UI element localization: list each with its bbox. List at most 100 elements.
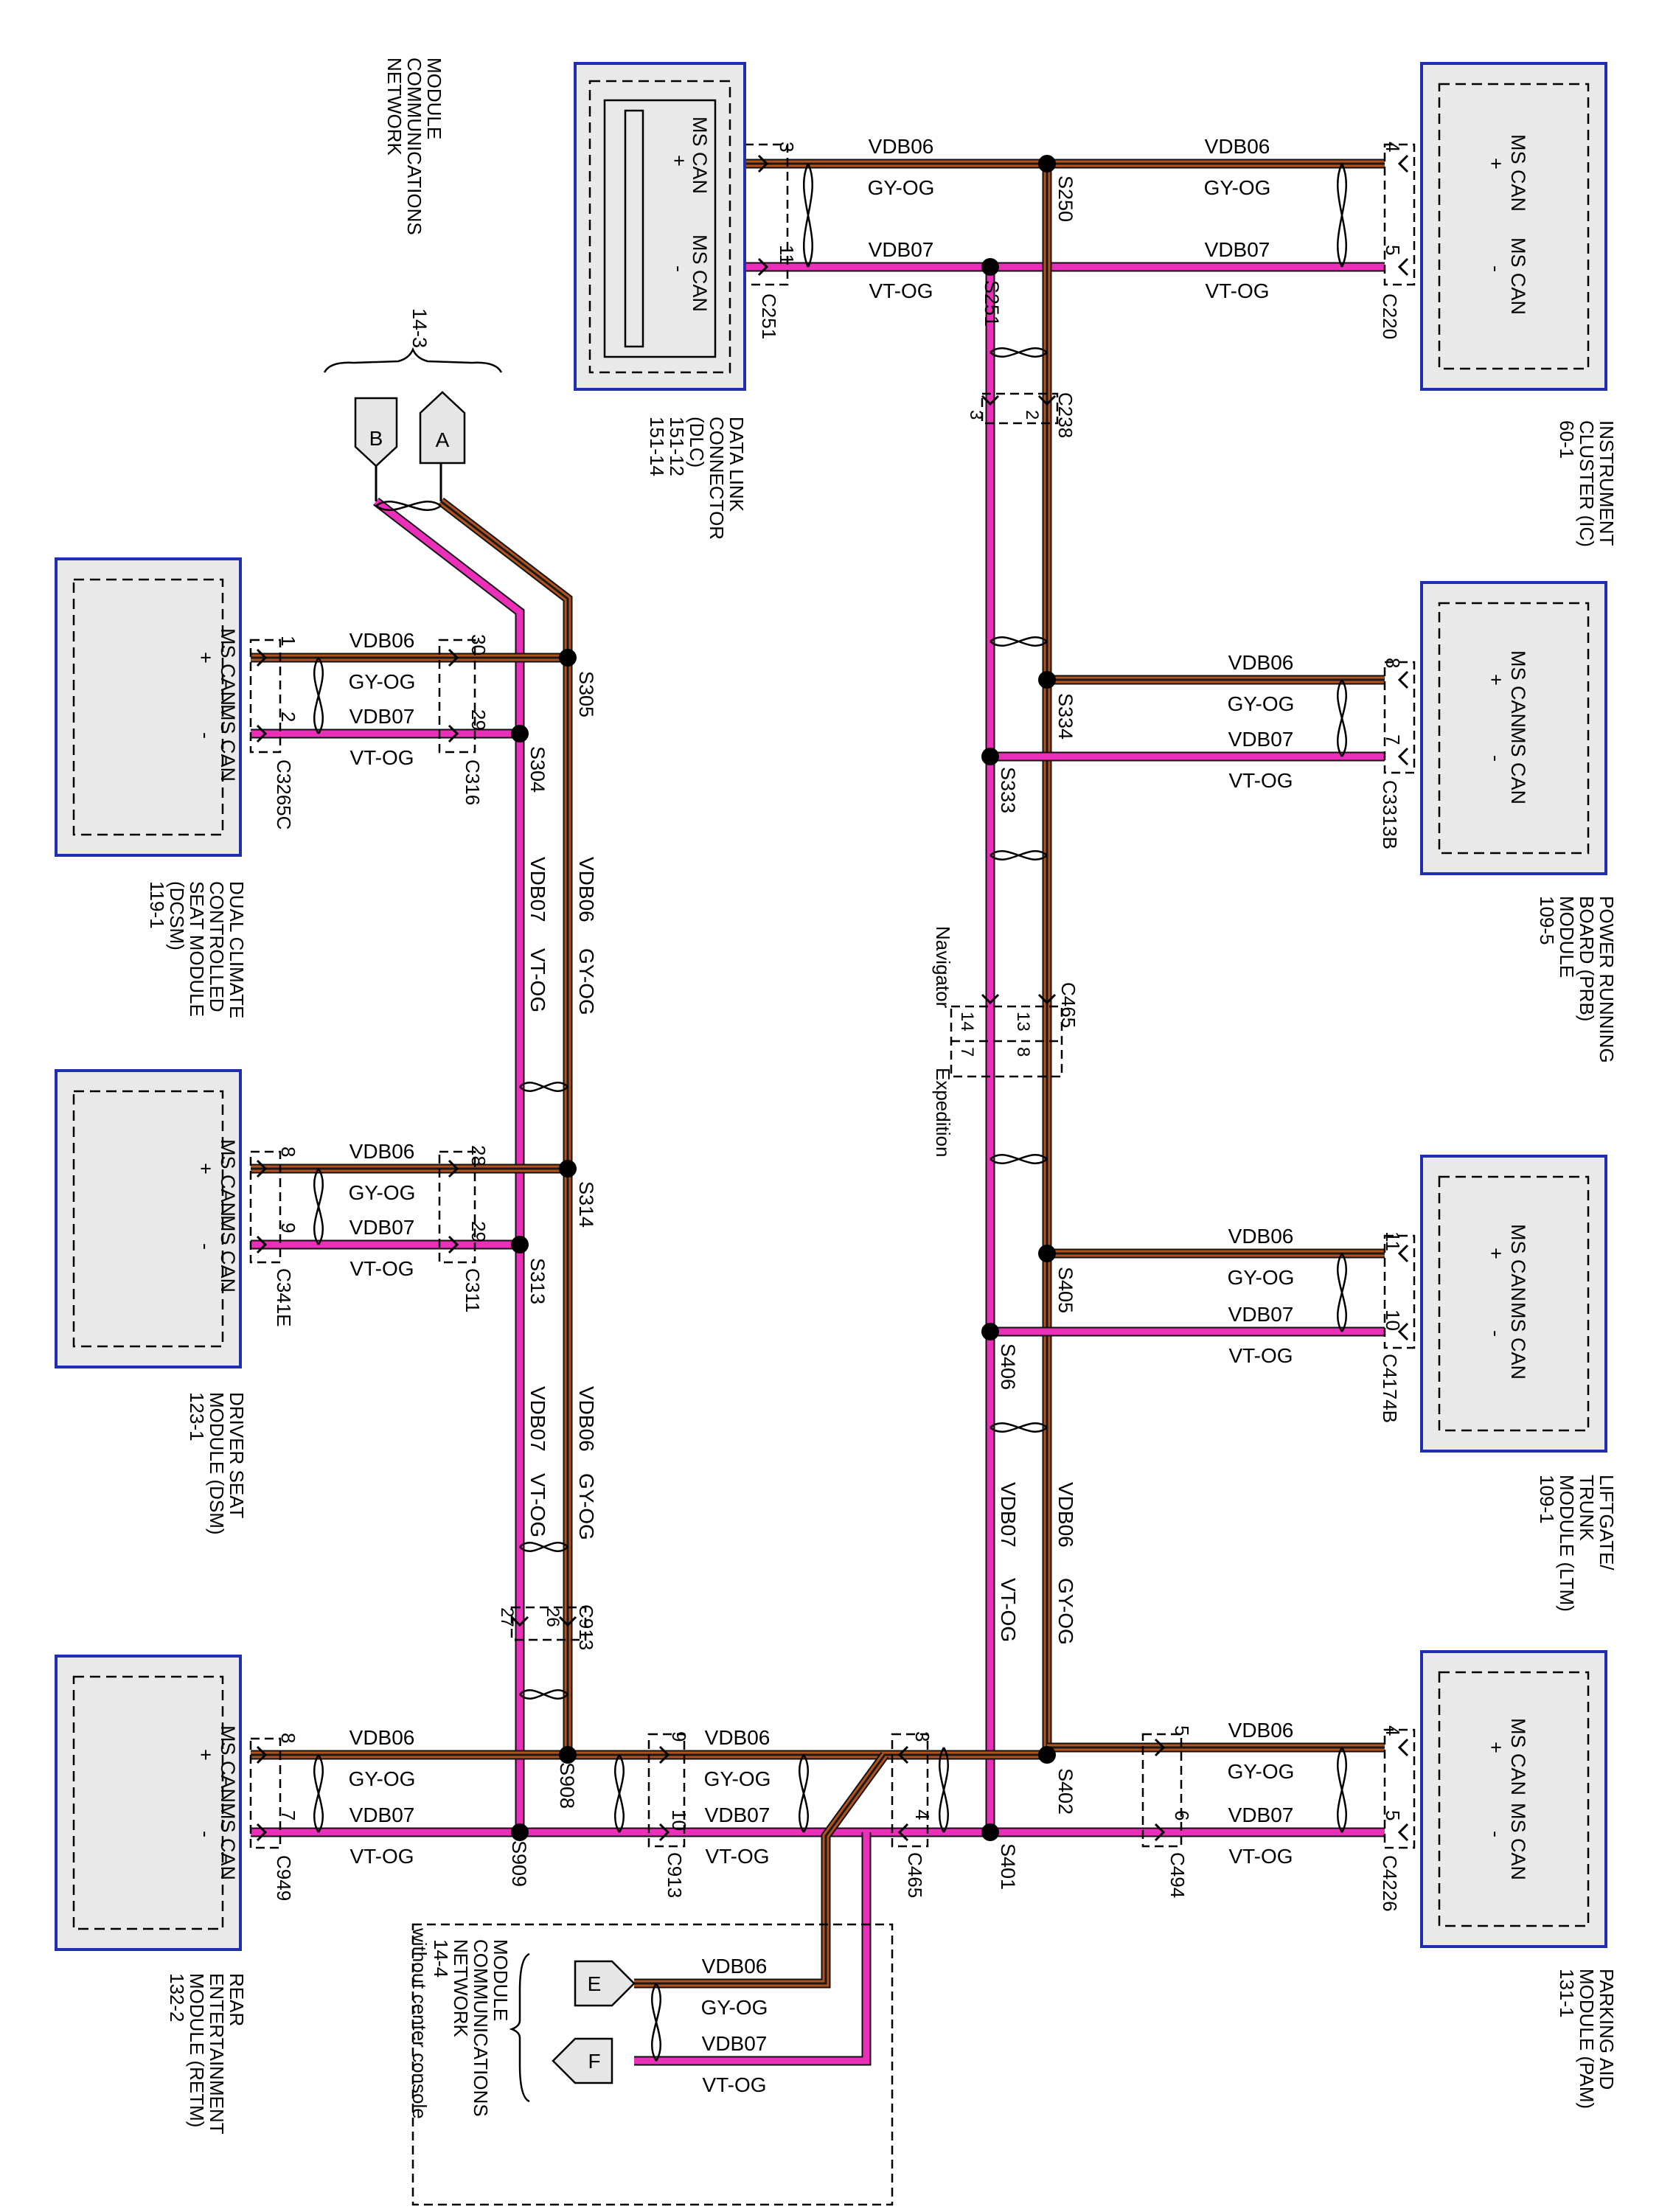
- connector-label: C4174B: [1379, 1354, 1401, 1423]
- pin-arrow-icon: [448, 1159, 459, 1178]
- splice-dot-icon: [559, 1746, 577, 1764]
- connector-label: C494: [1166, 1852, 1189, 1898]
- pin-arrow-icon: [897, 1745, 909, 1764]
- wire-circuit-label: VDB07: [1205, 238, 1270, 261]
- pin-label-can-high: MS CAN: [217, 1725, 239, 1803]
- pin-number: 8: [277, 1733, 299, 1743]
- module-dlc-name-line: 151-12: [666, 417, 688, 476]
- twisted-pair-icon: [651, 1983, 661, 2062]
- off-page-lead: [375, 463, 442, 501]
- connector-label: C465: [1057, 982, 1079, 1028]
- wire-color-label: GY-OG: [704, 1767, 771, 1790]
- module-ltm: [1420, 1155, 1607, 1453]
- splice-label: S908: [556, 1762, 578, 1809]
- pin-arrow-icon: [658, 1823, 670, 1842]
- splice-label: S305: [575, 671, 597, 717]
- module-ltm-name-line: MODULE (LTM): [1556, 1475, 1578, 1612]
- wire-color-label: GY-OG: [349, 1181, 416, 1204]
- splice-dot-icon: [981, 258, 999, 276]
- pin-number: 10: [1382, 1310, 1404, 1331]
- wire-circuit-label: VDB07: [1228, 1804, 1294, 1826]
- pin-sign-minus: -: [195, 1831, 217, 1837]
- wire-circuit-label: VDB06: [349, 1140, 415, 1163]
- splice-dot-icon: [559, 1160, 577, 1178]
- wire-circuit-label: VDB06: [1228, 1719, 1294, 1742]
- module-dsm: [55, 1069, 242, 1368]
- pin-arrow-icon: [1037, 993, 1057, 1005]
- splice-label: S313: [526, 1258, 549, 1304]
- splice-label: S334: [1054, 693, 1077, 740]
- pin-sign-minus: -: [195, 732, 217, 739]
- wire-circuit-label: VDB07: [349, 1804, 415, 1826]
- wire-color-label: VT-OG: [1205, 279, 1269, 302]
- pin-number: 7: [277, 1810, 299, 1820]
- pin-number: 13: [1013, 1012, 1033, 1032]
- wire-circuit-label: VDB07: [526, 857, 549, 922]
- module-pam: [1420, 1650, 1607, 1948]
- wire-circuit-label: VDB07: [997, 1482, 1020, 1548]
- splice-label: S251: [981, 280, 1003, 327]
- off-page-connector-icon: [552, 2037, 613, 2084]
- module-ltm-name-line: TRUNK: [1576, 1475, 1598, 1541]
- pin-number: 3: [911, 1731, 933, 1742]
- module-prb-name-line: POWER RUNNING: [1596, 896, 1618, 1063]
- splice-dot-icon: [1038, 1245, 1056, 1262]
- pin-sign-plus: +: [668, 155, 690, 167]
- pin-arrow-icon: [1397, 670, 1409, 689]
- wire-color-label: VT-OG: [869, 279, 933, 302]
- pin-label-can-low: MS CAN: [1507, 1302, 1529, 1380]
- pin-number: 8: [277, 1147, 299, 1157]
- pin-label-can-low: MS CAN: [1507, 727, 1529, 804]
- splice-label: S333: [997, 767, 1019, 813]
- connector-label: C913: [575, 1604, 597, 1650]
- connector-C494: [1141, 1733, 1183, 1848]
- variant-label-navigator: Navigator: [932, 926, 954, 1009]
- twisted-pair-icon: [313, 657, 324, 734]
- twisted-pair-icon: [803, 163, 813, 268]
- module-dlc-name-line: 151-14: [646, 417, 668, 476]
- off-page-connector-icon: [354, 397, 398, 467]
- pin-number: 11: [776, 245, 798, 265]
- module-ic: [1420, 62, 1607, 391]
- wire-color-label: GY-OG: [868, 176, 935, 199]
- module-dcsm-name-line: DUAL CLIMATE: [226, 881, 248, 1018]
- trunk-high-left: [438, 497, 573, 1755]
- off-page-connector-icon: [419, 391, 466, 465]
- splice-dot-icon: [559, 649, 577, 667]
- wire-color-label: VT-OG: [997, 1578, 1020, 1642]
- connector-label: C238: [1054, 392, 1077, 438]
- twisted-pair-icon: [519, 1689, 568, 1700]
- wire-circuit-label: VDB07: [702, 2032, 768, 2055]
- pin-number: 3: [776, 142, 798, 152]
- wire-color-label: GY-OG: [1204, 176, 1271, 199]
- reference-network-line: NETWORK: [450, 1939, 472, 2038]
- module-retm-name-line: 132-2: [166, 1973, 188, 2023]
- reference-network-line: MODULE: [490, 1939, 512, 2021]
- wire-color-label: VT-OG: [1228, 1845, 1293, 1868]
- connector-C311: [438, 1150, 476, 1264]
- pin-arrow-icon: [757, 154, 769, 173]
- splice-label: S406: [997, 1343, 1019, 1390]
- reference-network-line: 14-4: [430, 1939, 452, 1978]
- pin-number: 29: [467, 1221, 490, 1242]
- pin-arrow-icon: [448, 724, 459, 743]
- pin-sign-minus: -: [668, 265, 690, 272]
- wire-circuit-label: VDB07: [526, 1386, 549, 1452]
- wire-color-label: GY-OG: [575, 1473, 598, 1540]
- splice-dot-icon: [511, 1236, 529, 1253]
- wire-circuit-label: VDB06: [575, 857, 598, 922]
- pin-sign-minus: -: [1485, 755, 1507, 762]
- connector-label: C949: [273, 1855, 295, 1901]
- wire-circuit-label: VDB06: [1228, 1225, 1294, 1248]
- pin-arrow-icon: [256, 648, 268, 667]
- wire-color-label: VT-OG: [1228, 769, 1293, 792]
- connector-C220: [1383, 143, 1416, 286]
- pin-number: 5: [1382, 1810, 1404, 1820]
- pin-number: 9: [277, 1222, 299, 1233]
- module-pam-name-line: 131-1: [1556, 1969, 1578, 2018]
- splice-label: S401: [997, 1843, 1019, 1890]
- wire-circuit-label: VDB07: [349, 1216, 415, 1239]
- module-prb-inner: [1438, 602, 1590, 855]
- wire-circuit-label: VDB06: [1205, 135, 1270, 158]
- module-pam-inner: [1438, 1671, 1590, 1927]
